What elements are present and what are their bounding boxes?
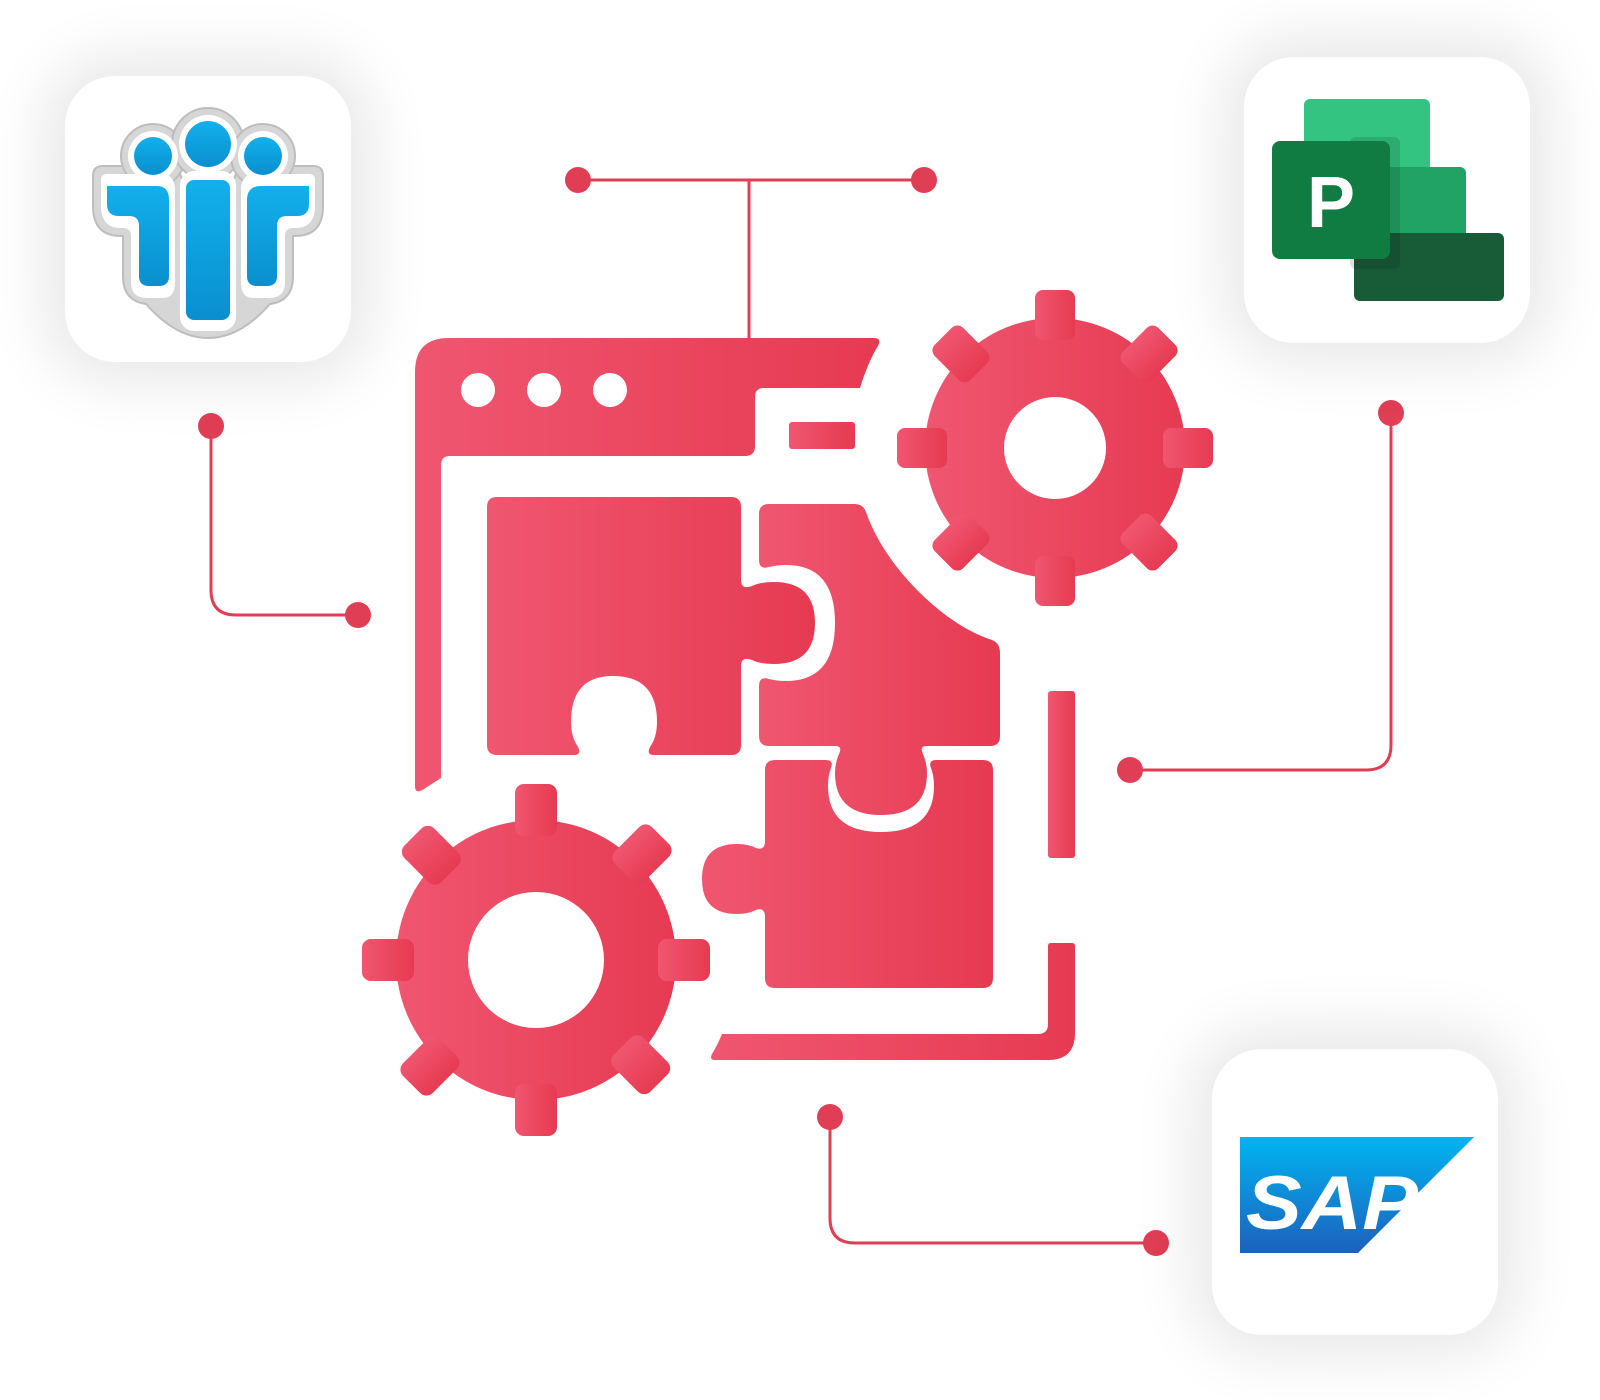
puzzle-piece-bottom-right: [702, 760, 993, 988]
left-connector-line: [209, 426, 358, 617]
sap-logo-icon: SAP: [1240, 1137, 1474, 1253]
gear-top-icon: [897, 290, 1213, 606]
sap-logo-shape: [1240, 1137, 1474, 1253]
connector-dot: [911, 167, 937, 193]
project-bar-bottom: [1354, 233, 1504, 301]
sap-app-tile[interactable]: SAP: [1212, 1049, 1498, 1335]
person-center: [185, 121, 231, 167]
window-frame: [415, 338, 880, 792]
gear-bottom-icon: [362, 784, 710, 1136]
right-connector-line: [1130, 413, 1393, 772]
connector-dot: [817, 1104, 843, 1130]
connector-dot: [198, 413, 224, 439]
project-letter-tile: [1272, 141, 1390, 259]
connector-dot: [1143, 1230, 1169, 1256]
sap-wordmark: SAP: [1246, 1161, 1418, 1246]
bottom-connector-line: [828, 1117, 1156, 1245]
puzzle-piece-top-right: [759, 504, 1000, 815]
person-left: [134, 137, 172, 175]
project-letter: P: [1307, 163, 1355, 243]
frame-bottom-corner: [711, 943, 1075, 1060]
notes-people-icon: [92, 107, 324, 340]
puzzle-piece-top-left: [487, 497, 815, 755]
person-right: [244, 137, 282, 175]
connector-dot: [1378, 400, 1404, 426]
window-header-bar: [789, 422, 855, 449]
connector-dot: [565, 167, 591, 193]
notes-app-tile[interactable]: [65, 76, 351, 362]
project-icon: P: [1272, 99, 1504, 301]
connector-dot: [345, 602, 371, 628]
top-connector-line: [578, 178, 924, 338]
project-app-tile[interactable]: P: [1244, 57, 1530, 343]
connector-dot: [1117, 757, 1143, 783]
frame-right-bar: [1048, 691, 1075, 858]
